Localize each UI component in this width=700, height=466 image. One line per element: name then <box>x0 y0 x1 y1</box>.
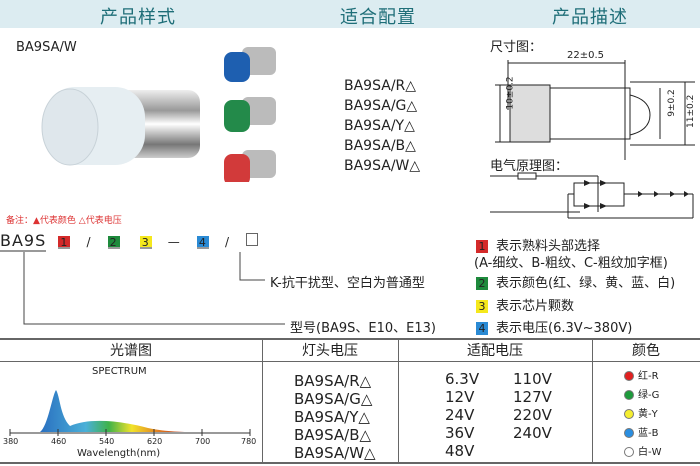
legend-text: 表示芯片颗数 <box>496 299 575 314</box>
model-item: BA9SA/B△ <box>294 426 372 444</box>
th-spectrum: 光谱图 <box>0 340 262 362</box>
color-item: 黄-Y <box>624 405 662 424</box>
order-code: BA9S 1 / 2 3 — 4 / <box>0 231 259 252</box>
divider <box>262 340 263 464</box>
bulb-image-white <box>41 87 200 166</box>
green-dot-icon <box>624 390 634 400</box>
legend-item-4: 4 表示电压(6.3V~380V) <box>476 317 632 336</box>
legend-item-1: 1 表示熟料头部选择 <box>476 235 600 254</box>
legend-sub-1: (A-细纹、B-粗纹、C-粗纹加字框) <box>474 256 668 271</box>
th-voltage: 适配电压 <box>398 340 592 362</box>
yellow-dot-icon <box>624 409 634 419</box>
voltage: 24V <box>445 406 475 424</box>
header-description: 产品描述 <box>552 7 628 28</box>
voltage: 6.3V <box>445 370 480 388</box>
legend-text: 表示熟料头部选择 <box>496 239 601 254</box>
code-box-1: 1 <box>58 236 71 249</box>
legend-text: 表示颜色(红、绿、黄、蓝、白) <box>496 276 676 291</box>
color-label: 红-R <box>638 371 659 382</box>
voltage: 36V <box>445 424 475 442</box>
spectrum-xlabel: Wavelength(nm) <box>77 448 161 459</box>
spectrum-title: SPECTRUM <box>92 366 147 377</box>
color-label: 蓝-B <box>638 428 659 439</box>
voltage: 110V <box>513 370 552 388</box>
code-box-4: 4 <box>196 236 209 249</box>
red-dot-icon <box>624 371 634 381</box>
product-label: BA9SA/W <box>16 40 77 55</box>
tick-label: 540 <box>99 437 115 446</box>
divider <box>592 340 593 464</box>
model-item: BA9SA/G△ <box>344 98 418 114</box>
model-item: BA9SA/R△ <box>294 372 372 390</box>
voltage: 220V <box>513 406 552 424</box>
voltage: 12V <box>445 388 475 406</box>
dimension-drawing <box>495 60 695 160</box>
model-item: BA9SA/R△ <box>344 78 417 94</box>
tick-label: 700 <box>195 437 211 446</box>
legend-num: 1 <box>476 240 488 253</box>
color-item: 绿-G <box>624 386 662 405</box>
th-color: 颜色 <box>592 340 700 362</box>
th-base-voltage: 灯头电压 <box>262 340 398 362</box>
code-prefix: BA9S <box>0 231 47 252</box>
color-item: 红-R <box>624 367 662 386</box>
dim-d2: 9±0.2 <box>666 89 677 117</box>
header-band <box>0 0 700 28</box>
color-label: 白-W <box>638 447 662 458</box>
legend-num: 3 <box>476 300 488 313</box>
code-box-k <box>246 233 259 246</box>
code-box-2: 2 <box>107 236 120 249</box>
dim-d1: 10±0.2 <box>505 76 516 110</box>
voltage: 240V <box>513 424 552 442</box>
code-dash: — <box>167 235 181 249</box>
color-label: 绿-G <box>638 390 660 401</box>
legend-num: 4 <box>476 322 488 335</box>
base-voltage-list: BA9SA/R△ BA9SA/G△ BA9SA/Y△ BA9SA/B△ BA9S… <box>294 372 376 462</box>
model-item: BA9SA/G△ <box>294 390 373 408</box>
spectrum-chart <box>9 390 251 436</box>
tick-label: 780 <box>241 437 257 446</box>
model-item: BA9SA/Y△ <box>344 118 415 134</box>
voltage: 48V <box>445 442 475 460</box>
code-sep: / <box>86 235 92 249</box>
header-product-style: 产品样式 <box>100 7 176 28</box>
legend-item-2: 2 表示颜色(红、绿、黄、蓝、白) <box>476 272 675 291</box>
bulb-images-colored <box>224 47 276 182</box>
circuit-title: 电气原理图： <box>490 159 569 174</box>
divider <box>398 340 399 464</box>
code-box-3: 3 <box>139 236 152 249</box>
dim-d3: 11±0.2 <box>686 94 696 128</box>
tick-label: 620 <box>147 437 163 446</box>
white-dot-icon <box>624 447 634 457</box>
color-list: 红-R 绿-G 黄-Y 蓝-B 白-W <box>624 367 662 462</box>
header-config: 适合配置 <box>340 7 416 28</box>
voltage-col-b: 110V 127V 220V 240V <box>513 370 552 442</box>
tick-label: 460 <box>51 437 67 446</box>
model-item: BA9SA/Y△ <box>294 408 370 426</box>
legend-num: 2 <box>476 277 488 290</box>
type-description: 型号(BA9S、E10、E13) <box>290 321 436 336</box>
note: 备注：▲代表颜色 △代表电压 <box>6 216 122 226</box>
model-list: BA9SA/R△ BA9SA/G△ BA9SA/Y△ BA9SA/B△ BA9S… <box>344 76 420 176</box>
code-sep: / <box>224 235 231 249</box>
color-item: 蓝-B <box>624 424 662 443</box>
model-item: BA9SA/W△ <box>294 444 376 462</box>
model-item: BA9SA/W△ <box>344 158 421 174</box>
color-label: 黄-Y <box>638 409 658 420</box>
model-item: BA9SA/B△ <box>344 138 416 154</box>
k-description: K-抗干扰型、空白为普通型 <box>270 276 425 291</box>
dimension-title: 尺寸图： <box>490 40 543 55</box>
dim-length: 22±0.5 <box>567 50 605 61</box>
legend-item-3: 3 表示芯片颗数 <box>476 295 574 314</box>
legend-text: 表示电压(6.3V~380V) <box>496 321 633 336</box>
code-leader-lines <box>23 252 285 325</box>
blue-dot-icon <box>624 428 634 438</box>
spec-table: 光谱图 灯头电压 适配电压 颜色 SPECTRUM 380 460 540 62… <box>0 338 700 464</box>
tick-label: 380 <box>3 437 19 446</box>
circuit-diagram <box>490 172 694 219</box>
voltage-col-a: 6.3V 12V 24V 36V 48V <box>445 370 479 460</box>
voltage: 127V <box>513 388 552 406</box>
color-item: 白-W <box>624 443 662 462</box>
